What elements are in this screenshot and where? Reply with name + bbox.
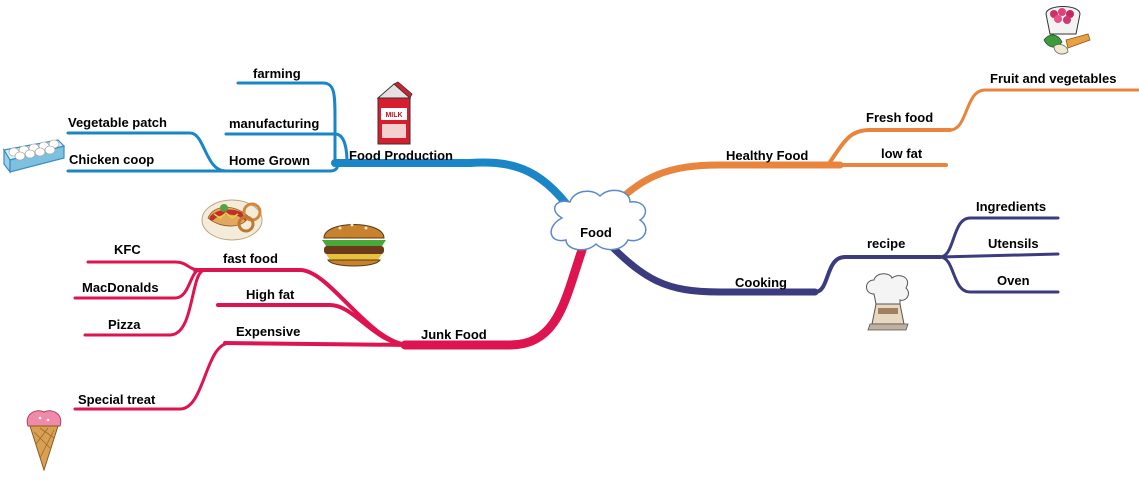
milk-carton-icon: MILK bbox=[376, 81, 413, 145]
utensils-connector bbox=[938, 252, 1060, 259]
pizza-connector bbox=[83, 268, 207, 337]
cooking-branch bbox=[601, 216, 1060, 296]
recipe-label[interactable]: recipe bbox=[867, 236, 905, 251]
ice-cream-cone-icon bbox=[26, 410, 62, 472]
labels: Food Production farming manufacturing Ho… bbox=[68, 66, 1116, 407]
chef-hat-icon bbox=[866, 273, 909, 331]
healthy-food-branch bbox=[601, 88, 1139, 219]
farming-label[interactable]: farming bbox=[253, 66, 301, 81]
manufacturing-connector bbox=[224, 132, 349, 165]
fruit-and-vegetables-connector bbox=[948, 88, 1139, 132]
pizza-label[interactable]: Pizza bbox=[108, 317, 141, 332]
expensive-connector bbox=[223, 341, 412, 347]
center-label: Food bbox=[580, 225, 612, 240]
high-fat-label[interactable]: High fat bbox=[246, 287, 295, 302]
kfc-label[interactable]: KFC bbox=[114, 242, 141, 257]
kfc-connector bbox=[86, 260, 202, 272]
home-grown-connector bbox=[224, 161, 340, 173]
junk-food-label[interactable]: Junk Food bbox=[421, 327, 487, 342]
home-grown-label[interactable]: Home Grown bbox=[229, 153, 310, 168]
oven-label[interactable]: Oven bbox=[997, 273, 1030, 288]
utensils-label[interactable]: Utensils bbox=[988, 236, 1039, 251]
manufacturing-label[interactable]: manufacturing bbox=[229, 116, 319, 131]
cooking-label[interactable]: Cooking bbox=[735, 275, 787, 290]
hamburger-icon bbox=[322, 223, 386, 267]
hotdog-plate-icon bbox=[201, 199, 263, 241]
low-fat-label[interactable]: low fat bbox=[881, 146, 923, 161]
vegetable-patch-label[interactable]: Vegetable patch bbox=[68, 115, 167, 130]
macdonalds-label[interactable]: MacDonalds bbox=[82, 280, 159, 295]
center-cloud-shape bbox=[550, 189, 647, 251]
expensive-label[interactable]: Expensive bbox=[236, 324, 300, 339]
junk-food-branch bbox=[73, 245, 587, 411]
egg-carton-icon bbox=[3, 139, 66, 174]
oven-connector bbox=[938, 255, 1060, 294]
ingredients-label[interactable]: Ingredients bbox=[976, 199, 1046, 214]
healthy-food-label[interactable]: Healthy Food bbox=[726, 148, 808, 163]
fast-food-label[interactable]: fast food bbox=[223, 251, 278, 266]
fresh-food-connector bbox=[826, 128, 952, 167]
milk-carton-text: MILK bbox=[385, 112, 402, 119]
cooking-main-connector bbox=[601, 236, 819, 296]
center-node[interactable]: Food bbox=[550, 189, 647, 251]
chicken-coop-label[interactable]: Chicken coop bbox=[69, 152, 154, 167]
special-treat-connector bbox=[73, 341, 232, 411]
farming-connector bbox=[236, 81, 337, 165]
special-treat-label[interactable]: Special treat bbox=[78, 392, 156, 407]
fruit-and-vegetables-label[interactable]: Fruit and vegetables bbox=[990, 71, 1116, 86]
macdonalds-connector bbox=[73, 268, 202, 300]
food-production-main-connector bbox=[331, 158, 582, 224]
fruit-basket-icon bbox=[1043, 6, 1091, 55]
junk-food-main-connector bbox=[400, 245, 587, 350]
recipe-connector bbox=[813, 255, 942, 294]
fresh-food-label[interactable]: Fresh food bbox=[866, 110, 933, 125]
food-production-label[interactable]: Food Production bbox=[349, 148, 453, 163]
